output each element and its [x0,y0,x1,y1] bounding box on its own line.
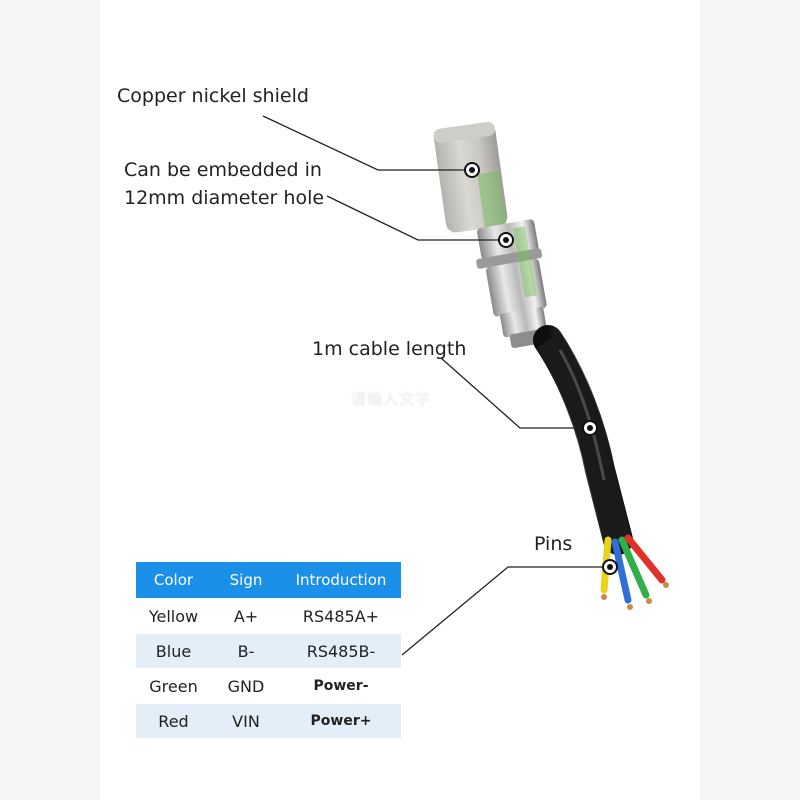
header-sign: Sign [211,562,281,599]
table-header-row: Color Sign Introduction [136,562,401,599]
table-row: Green GND Power- [136,668,401,704]
header-color: Color [136,562,211,599]
cell-intro: Power- [281,668,401,704]
header-introduction: Introduction [281,562,401,599]
table-row: Yellow A+ RS485A+ [136,598,401,634]
label-embed-line2: 12mm diameter hole [124,187,325,209]
callout-lines [262,115,608,656]
cell-color: Green [136,668,211,704]
table-row: Red VIN Power+ [136,703,401,738]
callout-markers [464,162,618,575]
cell-intro: Power+ [281,703,401,738]
cell-color: Blue [136,633,211,669]
cell-color: Red [136,703,211,738]
label-cable-length: 1m cable length [312,338,467,360]
cell-intro: RS485B- [281,633,401,669]
cell-sign: A+ [211,598,281,634]
cell-sign: VIN [211,703,281,738]
table-row: Blue B- RS485B- [136,633,401,669]
label-embed-hole: Can be embedded in 12mm diameter hole [124,156,324,212]
label-embed-line1: Can be embedded in [124,159,322,181]
label-copper-nickel-shield: Copper nickel shield [117,85,309,107]
cell-sign: GND [211,668,281,704]
pin-definition-table: Color Sign Introduction Yellow A+ RS485A… [136,562,401,738]
aviation-connector [476,219,547,348]
cell-sign: B- [211,633,281,669]
cell-intro: RS485A+ [281,598,401,634]
label-pins: Pins [534,533,573,555]
watermark-text: 请输入文字 [351,390,432,408]
cell-color: Yellow [136,598,211,634]
